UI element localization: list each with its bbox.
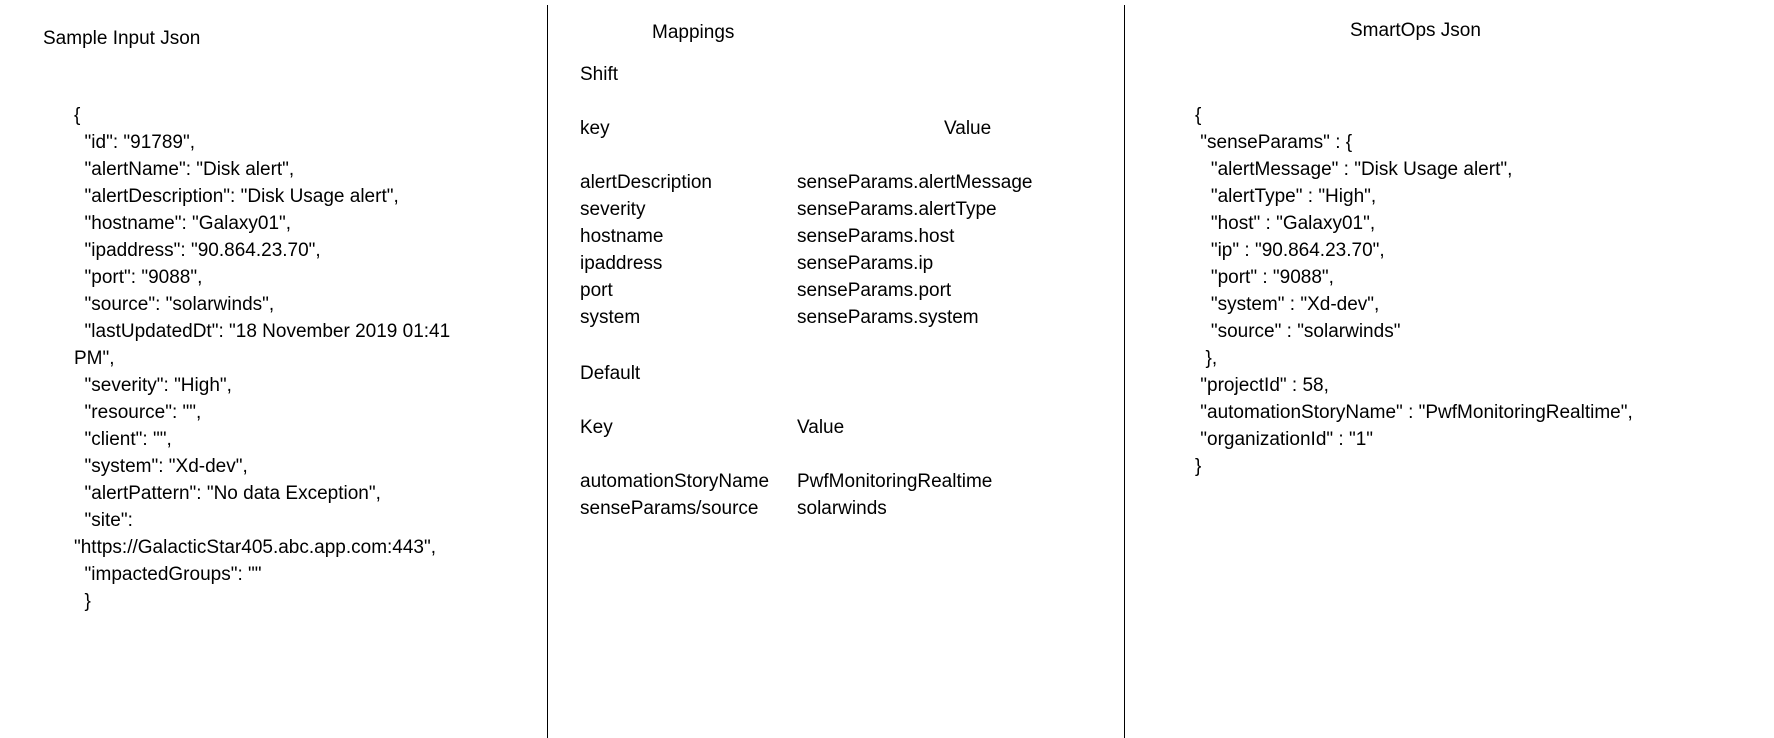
output-json-line: } <box>1195 456 1202 477</box>
input-json-line: "source": "solarwinds", <box>74 294 275 315</box>
output-json-line: "organizationId" : "1" <box>1195 429 1374 450</box>
shift-mapping-key: port <box>580 280 613 301</box>
shift-mapping-key: system <box>580 307 641 328</box>
output-json-line: }, <box>1195 348 1218 369</box>
shift-section-label: Shift <box>580 64 619 85</box>
output-json-line: "source" : "solarwinds" <box>1195 321 1401 342</box>
shift-mapping-value: senseParams.alertMessage <box>797 172 1033 193</box>
output-json-line: "ip" : "90.864.23.70", <box>1195 240 1385 261</box>
output-json-line: { <box>1195 105 1202 126</box>
default-value-header: Value <box>797 417 845 438</box>
input-json-line: } <box>74 591 91 612</box>
default-key-header: Key <box>580 417 613 438</box>
output-json-line: "senseParams" : { <box>1195 132 1353 153</box>
input-json-line: "alertPattern": "No data Exception", <box>74 483 381 504</box>
input-json-line: "https://GalacticStar405.abc.app.com:443… <box>74 537 437 558</box>
input-json-line: "alertDescription": "Disk Usage alert", <box>74 186 399 207</box>
shift-mapping-row: alertDescription senseParams.alertMessage <box>580 169 1033 196</box>
input-json-line: "lastUpdatedDt": "18 November 2019 01:41 <box>74 321 451 342</box>
output-json-line: "automationStoryName" : "PwfMonitoringRe… <box>1195 402 1633 423</box>
shift-mapping-row: ipaddress senseParams.ip <box>580 250 1033 277</box>
output-panel-title: SmartOps Json <box>1350 20 1481 41</box>
output-json-line: "host" : "Galaxy01", <box>1195 213 1376 234</box>
input-json-line: "severity": "High", <box>74 375 232 396</box>
input-json-block: { "id": "91789", "alertName": "Disk aler… <box>74 102 450 615</box>
default-mapping-value: PwfMonitoringRealtime <box>797 471 993 492</box>
input-json-line: "impactedGroups": "" <box>74 564 262 585</box>
default-mapping-key: automationStoryName <box>580 471 770 492</box>
input-panel-title: Sample Input Json <box>43 28 201 49</box>
input-json-line: { <box>74 105 81 126</box>
default-section-label: Default <box>580 363 641 384</box>
shift-mapping-value: senseParams.alertType <box>797 199 997 220</box>
shift-value-header: Value <box>944 118 992 139</box>
default-mapping-row: automationStoryName PwfMonitoringRealtime <box>580 468 992 495</box>
shift-mapping-value: senseParams.system <box>797 307 979 328</box>
input-json-line: "id": "91789", <box>74 132 195 153</box>
output-json-line: "system" : "Xd-dev", <box>1195 294 1380 315</box>
shift-mapping-key: severity <box>580 199 646 220</box>
shift-mapping-value: senseParams.host <box>797 226 955 247</box>
input-json-line: "hostname": "Galaxy01", <box>74 213 292 234</box>
output-json-line: "alertType" : "High", <box>1195 186 1377 207</box>
shift-mapping-key: ipaddress <box>580 253 663 274</box>
input-json-line: "ipaddress": "90.864.23.70", <box>74 240 321 261</box>
input-json-line: "port": "9088", <box>74 267 203 288</box>
shift-mapping-row: severity senseParams.alertType <box>580 196 1033 223</box>
mappings-panel-title: Mappings <box>652 22 735 43</box>
shift-mapping-key: hostname <box>580 226 664 247</box>
default-mapping-value: solarwinds <box>797 498 887 519</box>
input-json-line: "system": "Xd-dev", <box>74 456 248 477</box>
input-json-line: "site": <box>74 510 133 531</box>
shift-mapping-value: senseParams.ip <box>797 253 934 274</box>
output-json-line: "alertMessage" : "Disk Usage alert", <box>1195 159 1513 180</box>
shift-mapping-row: system senseParams.system <box>580 304 1033 331</box>
output-json-line: "port" : "9088", <box>1195 267 1334 288</box>
divider-left <box>547 5 548 738</box>
shift-mapping-table: alertDescription senseParams.alertMessage… <box>580 169 1033 331</box>
shift-mapping-row: port senseParams.port <box>580 277 1033 304</box>
output-json-line: "projectId" : 58, <box>1195 375 1329 396</box>
shift-key-header: key <box>580 118 610 139</box>
input-json-line: "alertName": "Disk alert", <box>74 159 295 180</box>
output-json-block: { "senseParams" : { "alertMessage" : "Di… <box>1195 102 1633 480</box>
shift-mapping-row: hostname senseParams.host <box>580 223 1033 250</box>
default-mapping-key: senseParams/source <box>580 498 759 519</box>
input-json-line: PM", <box>74 348 115 369</box>
shift-mapping-value: senseParams.port <box>797 280 952 301</box>
shift-mapping-key: alertDescription <box>580 172 712 193</box>
default-mapping-table: automationStoryName PwfMonitoringRealtime… <box>580 468 992 522</box>
default-mapping-row: senseParams/source solarwinds <box>580 495 992 522</box>
divider-right <box>1124 5 1125 738</box>
input-json-line: "resource": "", <box>74 402 202 423</box>
input-json-line: "client": "", <box>74 429 172 450</box>
